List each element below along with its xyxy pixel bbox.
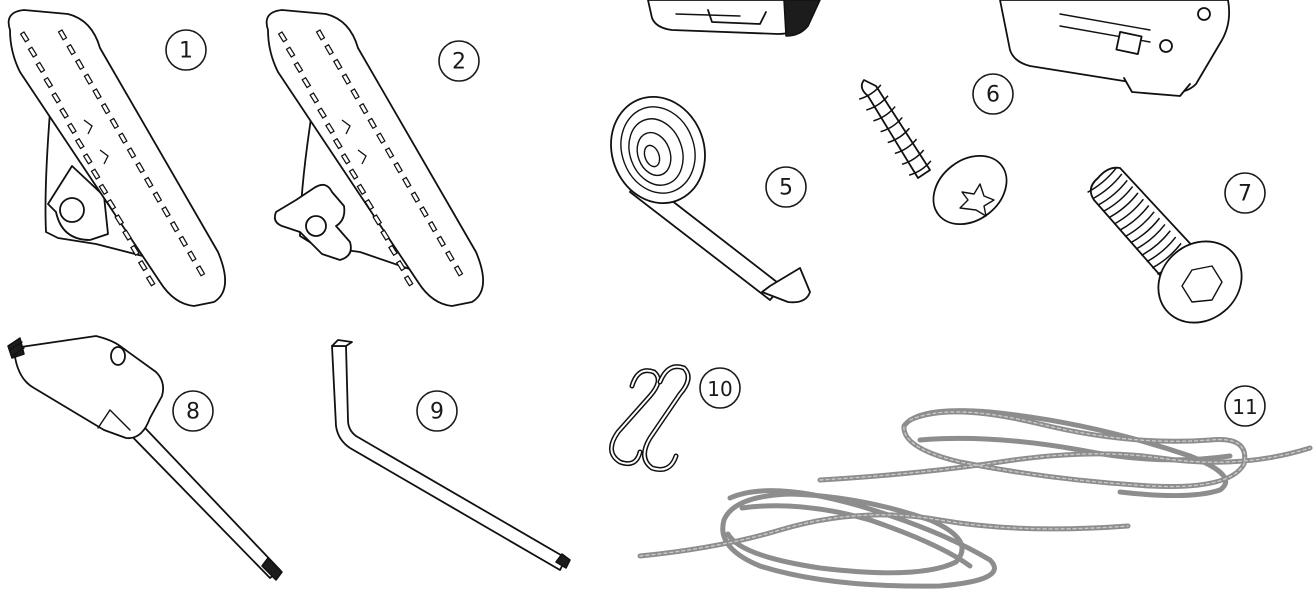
pad-slot <box>147 276 155 286</box>
hex-l-key <box>332 340 570 570</box>
callout-11: 11 <box>1225 386 1265 426</box>
callout-1-label: 1 <box>179 39 193 64</box>
callout-10: 10 <box>700 368 740 408</box>
callout-6-label: 6 <box>986 83 1000 108</box>
bungee-cord-pair <box>640 411 1310 587</box>
callout-9: 9 <box>417 391 457 431</box>
callout-7-label: 7 <box>1238 182 1252 207</box>
s-hook-pair <box>611 367 688 470</box>
clamp-bracket-partial-left <box>648 0 820 36</box>
callout-5: 5 <box>766 167 806 207</box>
pad-slot <box>139 261 147 271</box>
callout-7: 7 <box>1225 173 1265 213</box>
pad-slot <box>405 276 413 286</box>
callout-11-label: 11 <box>1232 395 1257 419</box>
callout-10-label: 10 <box>707 377 732 401</box>
callout-8-label: 8 <box>186 400 200 425</box>
callout-6: 6 <box>973 74 1013 114</box>
callout-1: 1 <box>166 30 206 70</box>
callout-9-label: 9 <box>430 400 444 425</box>
callout-2: 2 <box>439 41 479 81</box>
callout-2-label: 2 <box>452 50 466 75</box>
callout-5-label: 5 <box>779 176 793 201</box>
torx-t-handle-key <box>8 336 282 580</box>
callout-8: 8 <box>173 391 213 431</box>
clamp-bracket-partial-right <box>1000 0 1229 96</box>
